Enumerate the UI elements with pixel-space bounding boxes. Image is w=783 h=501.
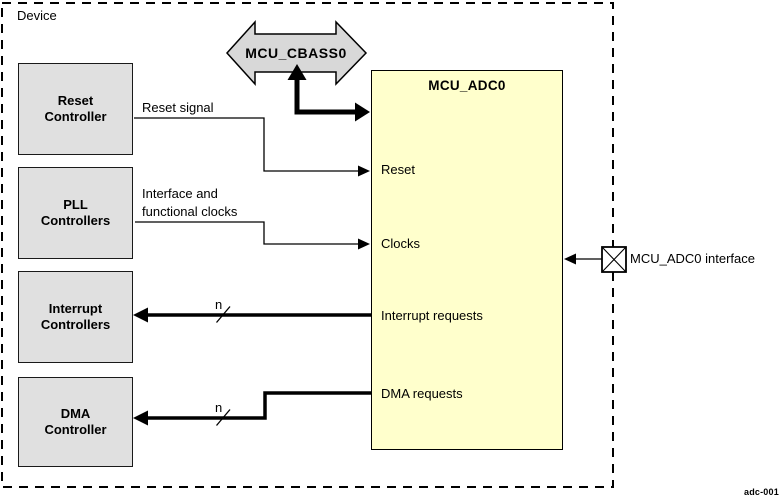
- dma-requests-line: [147, 391, 371, 420]
- dma-bus-width-label: n: [215, 400, 223, 415]
- interface-arrowhead-icon: [564, 253, 576, 265]
- device-label: Device: [17, 8, 57, 23]
- bus-arrowhead-up-icon: [287, 64, 307, 80]
- bus-double-arrow: [225, 20, 368, 86]
- interrupt-bus-width-label: n: [215, 297, 223, 312]
- clocks-signal-label: Interface and functional clocks: [142, 186, 238, 219]
- reset-arrowhead-icon: [358, 165, 370, 177]
- interrupt-arrowhead-icon: [133, 307, 148, 323]
- bus-connection-line: [294, 77, 356, 115]
- interface-port-cross-icon: [601, 246, 627, 273]
- clocks-line: [135, 221, 359, 245]
- reset-signal-label: Reset signal: [142, 100, 214, 115]
- figure-id: adc-001: [744, 487, 779, 497]
- interface-label: MCU_ADC0 interface: [630, 251, 755, 266]
- port-interrupt-requests-label: Interrupt requests: [381, 308, 483, 323]
- block-mcu-adc0: MCU_ADC0: [371, 70, 563, 450]
- port-reset-label: Reset: [381, 162, 415, 177]
- block-reset-controller-label: Reset Controller: [44, 93, 107, 124]
- block-interrupt-controllers-label: Interrupt Controllers: [40, 301, 111, 332]
- block-interrupt-controllers: Interrupt Controllers: [18, 271, 133, 363]
- port-clocks-label: Clocks: [381, 236, 421, 251]
- bus-arrowhead-right-icon: [355, 102, 370, 122]
- reset-signal-line: [134, 117, 359, 172]
- mcu-adc0-title: MCU_ADC0: [428, 78, 506, 93]
- block-reset-controller: Reset Controller: [18, 63, 133, 155]
- port-dma-requests-label: DMA requests: [381, 386, 463, 401]
- block-pll-controllers-label: PLL Controllers: [40, 197, 111, 228]
- block-pll-controllers: PLL Controllers: [18, 167, 133, 259]
- block-dma-controller-label: DMA Controller: [44, 406, 107, 437]
- dma-arrowhead-icon: [133, 410, 148, 426]
- interface-port-icon: [601, 246, 627, 273]
- bus-label: MCU_CBASS0: [245, 45, 346, 61]
- block-dma-controller: DMA Controller: [18, 377, 133, 467]
- clocks-arrowhead-icon: [358, 238, 370, 250]
